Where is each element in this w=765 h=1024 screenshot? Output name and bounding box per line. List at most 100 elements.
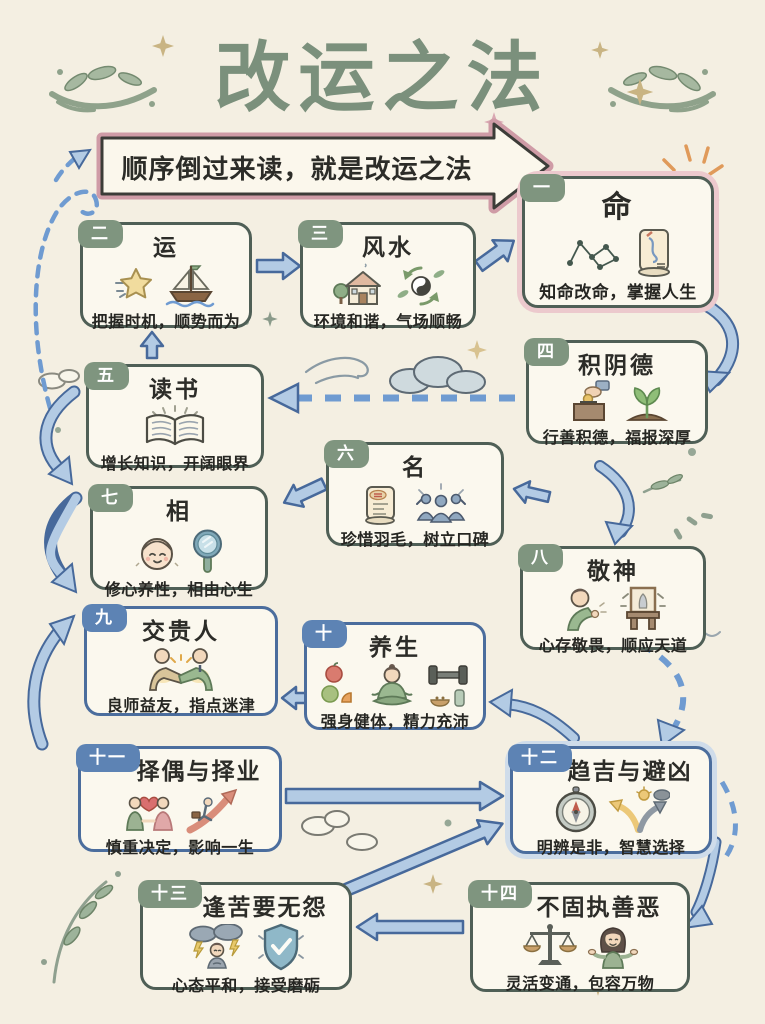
wind-swirl — [304, 356, 369, 385]
number-badge: 六 — [324, 440, 369, 468]
box-caption: 修心养性，相由心生 — [104, 582, 254, 599]
box-caption: 珍惜羽毛，树立口碑 — [340, 532, 490, 549]
box-8-jingshen: 八 敬神 心存敬畏，顺应天道 — [518, 544, 706, 655]
box-title: 养生 — [369, 634, 421, 660]
arrow-5-to-7 — [39, 385, 81, 486]
box-14-buguzhi: 十四 不固执善恶 — [468, 880, 690, 993]
house-icon — [332, 263, 386, 307]
cloud — [301, 810, 378, 851]
qi-cycle-icon — [395, 262, 445, 308]
leaf-branch — [41, 871, 121, 984]
cloud — [389, 356, 486, 394]
dashed-arrows — [267, 381, 738, 864]
destiny-scroll-icon — [633, 226, 675, 278]
sun-rays — [662, 144, 724, 176]
box-12-quji-bixiong: 十二 趋吉与避凶 明辨是非，智慧选 — [508, 744, 712, 857]
number-badge: 十二 — [508, 744, 572, 772]
box-title: 风水 — [362, 234, 414, 260]
page-title: 改运之法 — [214, 36, 551, 121]
box-caption: 行善积德，福报深厚 — [542, 430, 692, 447]
dashed-arrow-4-to-5 — [267, 381, 515, 415]
box-11-zeou-zeye: 十一 择偶与择业 慎重决定，影响一生 — [76, 744, 282, 857]
crowd-icon — [413, 482, 469, 526]
number-badge: 四 — [524, 338, 569, 366]
leaf-flourish-left — [49, 65, 157, 113]
box-title: 名 — [402, 454, 428, 480]
number-badge: 八 — [518, 544, 563, 572]
number-badge: 九 — [82, 604, 127, 632]
shooting-star-icon — [114, 265, 154, 305]
name-scroll-icon — [362, 482, 404, 526]
banner-arrow — [96, 118, 554, 214]
open-book-icon — [139, 404, 211, 450]
box-caption: 增长知识，开阔眼界 — [100, 456, 250, 473]
compass-icon — [553, 786, 599, 834]
banner-text: 顺序倒过来读，就是改运之法 — [121, 153, 473, 184]
handshake-icon — [146, 646, 216, 692]
balance-scale-icon — [522, 922, 578, 970]
box-caption: 强身健体，精力充沛 — [320, 714, 470, 731]
ship-icon — [163, 262, 219, 308]
box-9-guiren: 九 交贵人 良师益友，指点迷津 — [82, 604, 278, 716]
box-caption: 明辨是非，智慧选择 — [536, 840, 686, 857]
box-1-ming: 一 命 知命改命，掌握人生 — [520, 174, 714, 308]
box-title: 交贵人 — [142, 618, 220, 644]
arrow-5-to-2 — [139, 330, 165, 360]
box-2-yun: 二 运 把握时机，顺势而为 — [78, 220, 252, 331]
box-caption: 把握时机，顺势而为 — [91, 314, 241, 331]
number-badge: 十四 — [468, 880, 532, 908]
sprout-icon — [625, 380, 669, 424]
box-caption: 知命改命，掌握人生 — [539, 283, 697, 302]
number-badge: 五 — [84, 362, 129, 390]
box-5-dushu: 五 读书 增长知识，开阔眼界 — [84, 362, 264, 473]
number-badge: 十 — [302, 620, 347, 648]
arrow-8-to-6 — [512, 480, 552, 505]
box-title: 运 — [153, 234, 179, 260]
number-badge: 十三 — [138, 880, 202, 908]
box-6-ming-name: 六 名 珍惜羽毛，树立口碑 — [324, 440, 504, 549]
box-title: 读书 — [149, 376, 201, 402]
box-title: 趋吉与避凶 — [567, 758, 693, 784]
praying-person-icon — [560, 586, 610, 632]
face-icon — [133, 528, 181, 574]
shrug-woman-icon — [587, 922, 639, 970]
shield-check-icon — [256, 922, 306, 972]
arrow-6-to-7 — [282, 477, 328, 508]
storm-person-icon — [187, 924, 247, 970]
leaf-flourish-right — [608, 65, 716, 113]
number-badge: 三 — [298, 220, 343, 248]
box-caption: 灵活变通，包容万物 — [505, 976, 655, 993]
dashed-arrow-8-to-12 — [638, 641, 687, 748]
number-badge: 二 — [78, 220, 123, 248]
dashed-arrow-to-banner — [33, 148, 100, 411]
arrow-2-to-3 — [255, 251, 302, 281]
radiating-dashes — [673, 512, 713, 540]
arrow-4-to-8 — [594, 460, 635, 546]
career-arrow-icon — [186, 786, 240, 834]
box-caption: 良师益友，指点迷津 — [106, 698, 256, 715]
box-3-fengshui: 三 风水 — [298, 220, 476, 331]
arrow-11-to-9 — [27, 614, 76, 751]
box-title: 相 — [166, 498, 192, 524]
meditation-icon — [366, 662, 418, 708]
curved-arrows — [27, 295, 739, 930]
dumbbell-icon — [427, 662, 471, 708]
flow-arrows — [139, 238, 552, 942]
box-title: 敬神 — [587, 558, 639, 584]
box-title: 积阴德 — [578, 352, 656, 378]
number-badge: 七 — [88, 484, 133, 512]
dashed-arrow-12-to-14 — [719, 780, 738, 864]
number-badge: 一 — [520, 174, 565, 202]
arrow-7-to-9 — [44, 491, 83, 594]
number-badge: 十一 — [76, 744, 140, 772]
box-title: 命 — [601, 191, 635, 224]
box-caption: 心存敬畏，顺应天道 — [538, 638, 688, 655]
box-title: 逢苦要无怨 — [202, 894, 328, 920]
fork-arrows-icon — [608, 786, 670, 834]
arrow-11-to-12 — [284, 780, 505, 812]
fruits-icon — [319, 662, 357, 708]
box-title: 择偶与择业 — [136, 758, 262, 784]
leaf-sprig — [642, 474, 683, 494]
